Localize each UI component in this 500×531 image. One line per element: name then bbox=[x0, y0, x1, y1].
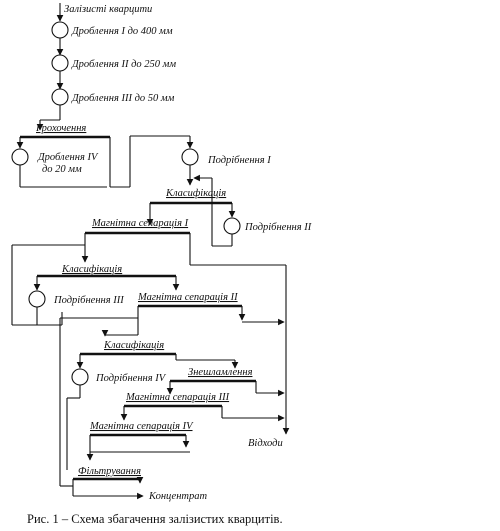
feed-label: Залізисті кварцити bbox=[64, 4, 152, 15]
desliming-stage: Знешламлення bbox=[166, 367, 285, 397]
tailings-label: Відходи bbox=[248, 438, 283, 449]
grinding-3-label: Подрібнення III bbox=[53, 295, 124, 306]
grinding-2-label: Подрібнення II bbox=[244, 222, 312, 233]
classification-3-label: Класифікація bbox=[103, 340, 164, 351]
crusher-1-icon bbox=[51, 21, 69, 39]
grinder-1-icon bbox=[181, 148, 199, 166]
filtration-label: Фільтрування bbox=[78, 466, 141, 477]
magnetic-separation-2-stage: Магнітна сепарація II bbox=[59, 292, 285, 487]
grinder-2-icon bbox=[223, 217, 241, 235]
grinder-4-icon bbox=[71, 368, 89, 386]
concentrate-label: Концентрат bbox=[148, 491, 207, 502]
magnetic-separation-4-label: Магнітна сепарація IV bbox=[89, 421, 194, 432]
crushing-2-label: Дроблення II до 250 мм bbox=[71, 59, 176, 70]
crushing-3-label: Дроблення III до 50 мм bbox=[71, 93, 175, 104]
grinding-1-stage: Подрібнення I Класифікація Подрібнення I… bbox=[146, 148, 312, 247]
classification-2-label: Класифікація bbox=[61, 264, 122, 275]
grinder-3-icon bbox=[28, 290, 46, 308]
magnetic-separation-2-label: Магнітна сепарація II bbox=[137, 292, 238, 303]
crusher-3-icon bbox=[51, 88, 69, 106]
filtration-stage: Фільтрування Концентрат bbox=[72, 466, 207, 502]
crusher-4-icon bbox=[11, 148, 29, 166]
classification-2-stage: Класифікація Подрібнення III bbox=[28, 245, 180, 325]
magnetic-separation-1-stage: Магнітна сепарація I bbox=[11, 218, 290, 435]
crusher-2-icon bbox=[51, 54, 69, 72]
grinding-1-label: Подрібнення I bbox=[207, 155, 271, 166]
crushing-chain: Дроблення I до 400 мм Дроблення II до 25… bbox=[36, 3, 176, 131]
magnetic-separation-4-stage: Магнітна сепарація IV bbox=[86, 421, 194, 461]
magnetic-separation-3-stage: Магнітна сепарація III bbox=[120, 392, 285, 422]
magnetic-separation-1-label: Магнітна сепарація I bbox=[91, 218, 189, 229]
classification-1-label: Класифікація bbox=[165, 188, 226, 199]
crushing-4-label-line2: до 20 мм bbox=[42, 164, 82, 175]
classification-3-stage: Класифікація Подрібнення IV bbox=[66, 340, 239, 470]
crushing-1-label: Дроблення I до 400 мм bbox=[71, 26, 173, 37]
crushing-4-label-line1: Дроблення IV bbox=[37, 152, 99, 163]
figure-caption: Рис. 1 – Схема збагачення залізистих ква… bbox=[27, 512, 283, 526]
grinding-4-label: Подрібнення IV bbox=[95, 373, 167, 384]
screening-stage: Грохочення Дроблення IV до 20 мм bbox=[11, 123, 194, 188]
screening-label: Грохочення bbox=[35, 123, 86, 134]
magnetic-separation-3-label: Магнітна сепарація III bbox=[125, 392, 230, 403]
desliming-label: Знешламлення bbox=[188, 367, 253, 378]
